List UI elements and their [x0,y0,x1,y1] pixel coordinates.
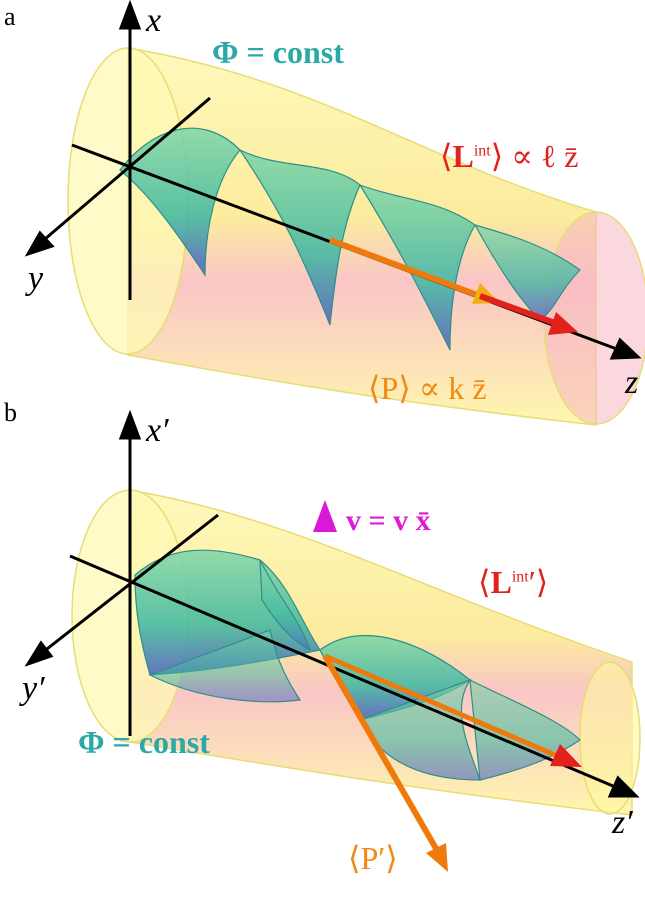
angular-momentum-a-open: ⟨ [440,138,453,174]
angular-momentum-label-b: ⟨Lint′⟩ [478,566,548,598]
axes-b [24,409,640,798]
angular-momentum-b-open: ⟨ [478,564,491,600]
angular-momentum-a-rest: ⟩ ∝ ℓ z̄ [490,138,579,174]
phase-surface-label-a: Φ = const [212,34,344,70]
axis-x-prime-label: x′ [146,412,169,449]
angular-momentum-b-symbol: L [490,564,512,600]
axis-y-prime-label: y′ [22,670,45,707]
velocity-label: v = v x̄ [346,504,431,537]
beam-b-far-end [579,661,641,815]
angular-momentum-b-sup: int [511,568,529,586]
angular-momentum-arrow-a [478,293,578,335]
momentum-label-b: ⟨P′⟩ [348,840,398,876]
momentum-arrow-b [322,654,448,872]
panel-b-diagram [24,409,641,872]
panel-a-label: a [4,2,16,31]
velocity-arrow-b [313,500,337,656]
angular-momentum-a-symbol: L [452,138,474,174]
angular-momentum-a-sup: int [473,142,491,160]
axis-z-prime-label: z′ [612,804,633,841]
panel-b-label: b [4,398,17,427]
phase-surface-label-b: Φ = const [78,724,210,760]
angular-momentum-arrow-b [324,653,582,767]
angular-momentum-label-a: ⟨Lint⟩ ∝ ℓ z̄ [440,140,578,172]
helical-phase-surface-a [119,127,581,351]
axis-y-label: y [28,260,44,297]
angular-momentum-b-rest: ′⟩ [528,564,549,600]
momentum-label-a: ⟨P⟩ ∝ k z̄ [368,370,487,406]
axis-z-label: z [625,364,639,401]
panel-a-diagram [24,0,645,426]
axis-x-label: x [146,2,162,39]
